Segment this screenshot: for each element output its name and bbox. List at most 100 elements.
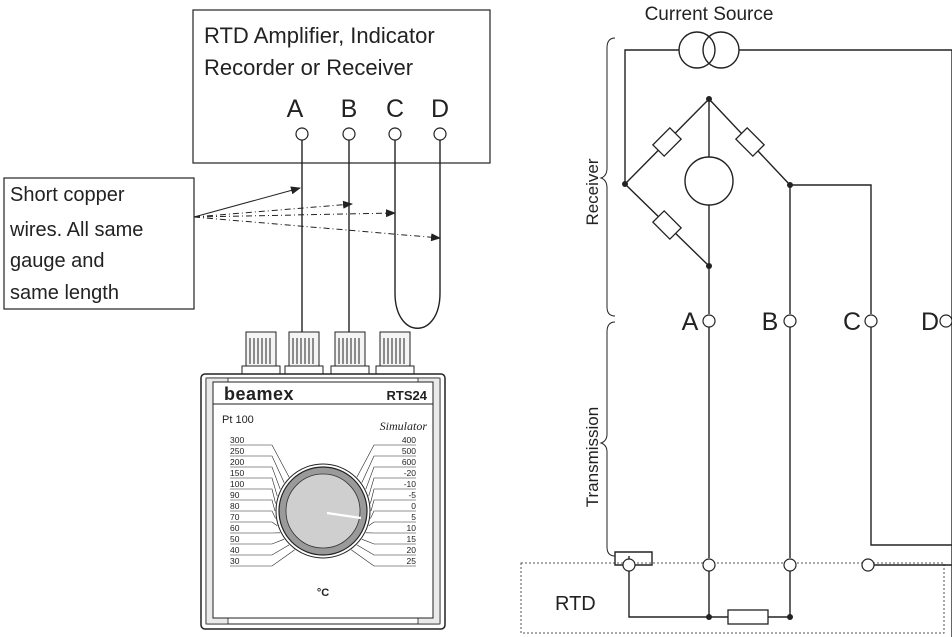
terminal-b xyxy=(342,127,356,141)
dial-pointer xyxy=(326,511,362,520)
scale-left-tick xyxy=(230,444,290,478)
schematic-terminal-d xyxy=(939,314,952,328)
scale-right-label: 10 xyxy=(407,523,417,533)
callout-line2: wires. All same xyxy=(9,219,143,241)
scale-left-label: 70 xyxy=(230,512,240,522)
callout-arrow-c xyxy=(193,209,396,218)
scale-right-tick xyxy=(370,510,416,519)
scale-right-label: -5 xyxy=(408,490,416,500)
callout-arrow-d xyxy=(193,216,441,242)
scale-left-label: 50 xyxy=(230,534,240,544)
scale-left-tick xyxy=(230,538,285,545)
instrument-terminal-label-c: C xyxy=(386,95,404,123)
bridge-meter xyxy=(684,156,734,206)
section-receiver-label: Receiver xyxy=(583,158,602,225)
callout-line3: gauge and xyxy=(10,250,105,272)
section-brackets: Receiver Transmission xyxy=(583,37,616,557)
instrument-title-line1: RTD Amplifier, Indicator xyxy=(204,23,435,48)
dial-outer-ring xyxy=(275,463,371,559)
callout-line1: Short copper xyxy=(10,184,125,206)
scale-right-tick xyxy=(368,521,416,527)
scale-left-label: 300 xyxy=(230,435,244,445)
bridge-resistor-2 xyxy=(734,126,766,158)
unit-label: °C xyxy=(317,587,329,599)
scale-left-tick xyxy=(230,455,285,483)
scale-right-tick xyxy=(370,488,416,504)
schematic-terminal-a xyxy=(702,314,716,328)
scale-right-label: 500 xyxy=(402,446,416,456)
scale-left-tick xyxy=(230,521,278,527)
terminal-d xyxy=(433,127,447,141)
scale-right-tick xyxy=(361,455,416,483)
scale-left-tick xyxy=(230,477,278,497)
scale-left-label: 80 xyxy=(230,501,240,511)
rtd-terminal-3 xyxy=(783,558,797,572)
scale-right-label: 5 xyxy=(411,512,416,522)
bridge-resistor-3 xyxy=(651,209,683,241)
schematic: Current Source A xyxy=(520,4,952,637)
rtd-terminal-1 xyxy=(622,558,636,572)
simulator-label: Simulator xyxy=(380,419,428,433)
callout-arrow-a xyxy=(193,186,301,218)
connector-2 xyxy=(284,331,324,377)
scale-right-tick xyxy=(356,444,416,478)
brand-logo: beamex xyxy=(224,384,294,404)
instrument-box: RTD Amplifier, Indicator Recorder or Rec… xyxy=(192,9,491,164)
schematic-terminal-label-b: B xyxy=(762,308,779,336)
scale-right-label: 15 xyxy=(407,534,417,544)
rtd-element xyxy=(727,609,769,625)
scale-right-tick xyxy=(356,544,416,556)
simulator-device: beamex RTS24 Pt 100 Simulator 3002502001… xyxy=(200,331,446,630)
instrument-terminal-label-a: A xyxy=(287,95,304,123)
scale-right-label: 20 xyxy=(407,545,417,555)
scale-right-label: -20 xyxy=(404,468,417,478)
callout-line4: same length xyxy=(10,282,119,304)
scale-right-tick xyxy=(365,466,416,490)
scale-right-label: 400 xyxy=(402,435,416,445)
schematic-terminal-label-d: D xyxy=(921,308,939,336)
rtd-terminal-4 xyxy=(861,558,875,572)
current-source-label: Current Source xyxy=(645,4,774,25)
connector-4 xyxy=(375,331,415,377)
callout-arrow-b xyxy=(193,200,353,218)
scale-left-label: 150 xyxy=(230,468,244,478)
scale-right-tick xyxy=(370,499,416,512)
wheatstone-bridge xyxy=(622,96,793,269)
scale-right-tick xyxy=(361,538,416,545)
terminal-a xyxy=(295,127,309,141)
schematic-terminal-label-c: C xyxy=(843,308,861,336)
bridge-resistor-1 xyxy=(651,126,683,158)
line-c xyxy=(870,327,952,546)
instrument-terminal-label-d: D xyxy=(431,95,449,123)
scale-right-label: 0 xyxy=(411,501,416,511)
scale-left-tick xyxy=(230,544,290,556)
scale-left-tick xyxy=(230,499,276,512)
scale-left-label: 60 xyxy=(230,523,240,533)
scale-right-label: 600 xyxy=(402,457,416,467)
scale-right-tick xyxy=(368,477,416,497)
instrument-terminal-label-b: B xyxy=(341,95,358,123)
scale-left-tick xyxy=(230,510,276,519)
scale-right-label: 25 xyxy=(407,556,417,566)
copper-wires xyxy=(301,140,441,332)
schematic-terminal-label-a: A xyxy=(682,308,699,336)
rtd-label: RTD xyxy=(555,593,596,615)
callout: Short copper wires. All same gauge and s… xyxy=(3,177,441,310)
model-label: RTS24 xyxy=(387,388,428,403)
schematic-terminal-c xyxy=(864,314,878,328)
scale-right-tick xyxy=(351,549,416,567)
connector-3 xyxy=(330,331,370,377)
scale-left-label: 40 xyxy=(230,545,240,555)
scale-left-label: 90 xyxy=(230,490,240,500)
connector-1 xyxy=(241,331,281,377)
scale-left-label: 250 xyxy=(230,446,244,456)
scale-left-tick xyxy=(230,549,295,567)
rtd-terminal-2 xyxy=(702,558,716,572)
section-transmission-label: Transmission xyxy=(583,407,602,507)
rtd-box: RTD xyxy=(520,551,952,634)
terminal-c xyxy=(388,127,402,141)
scale-left-label: 200 xyxy=(230,457,244,467)
scale-left-tick xyxy=(230,466,281,490)
